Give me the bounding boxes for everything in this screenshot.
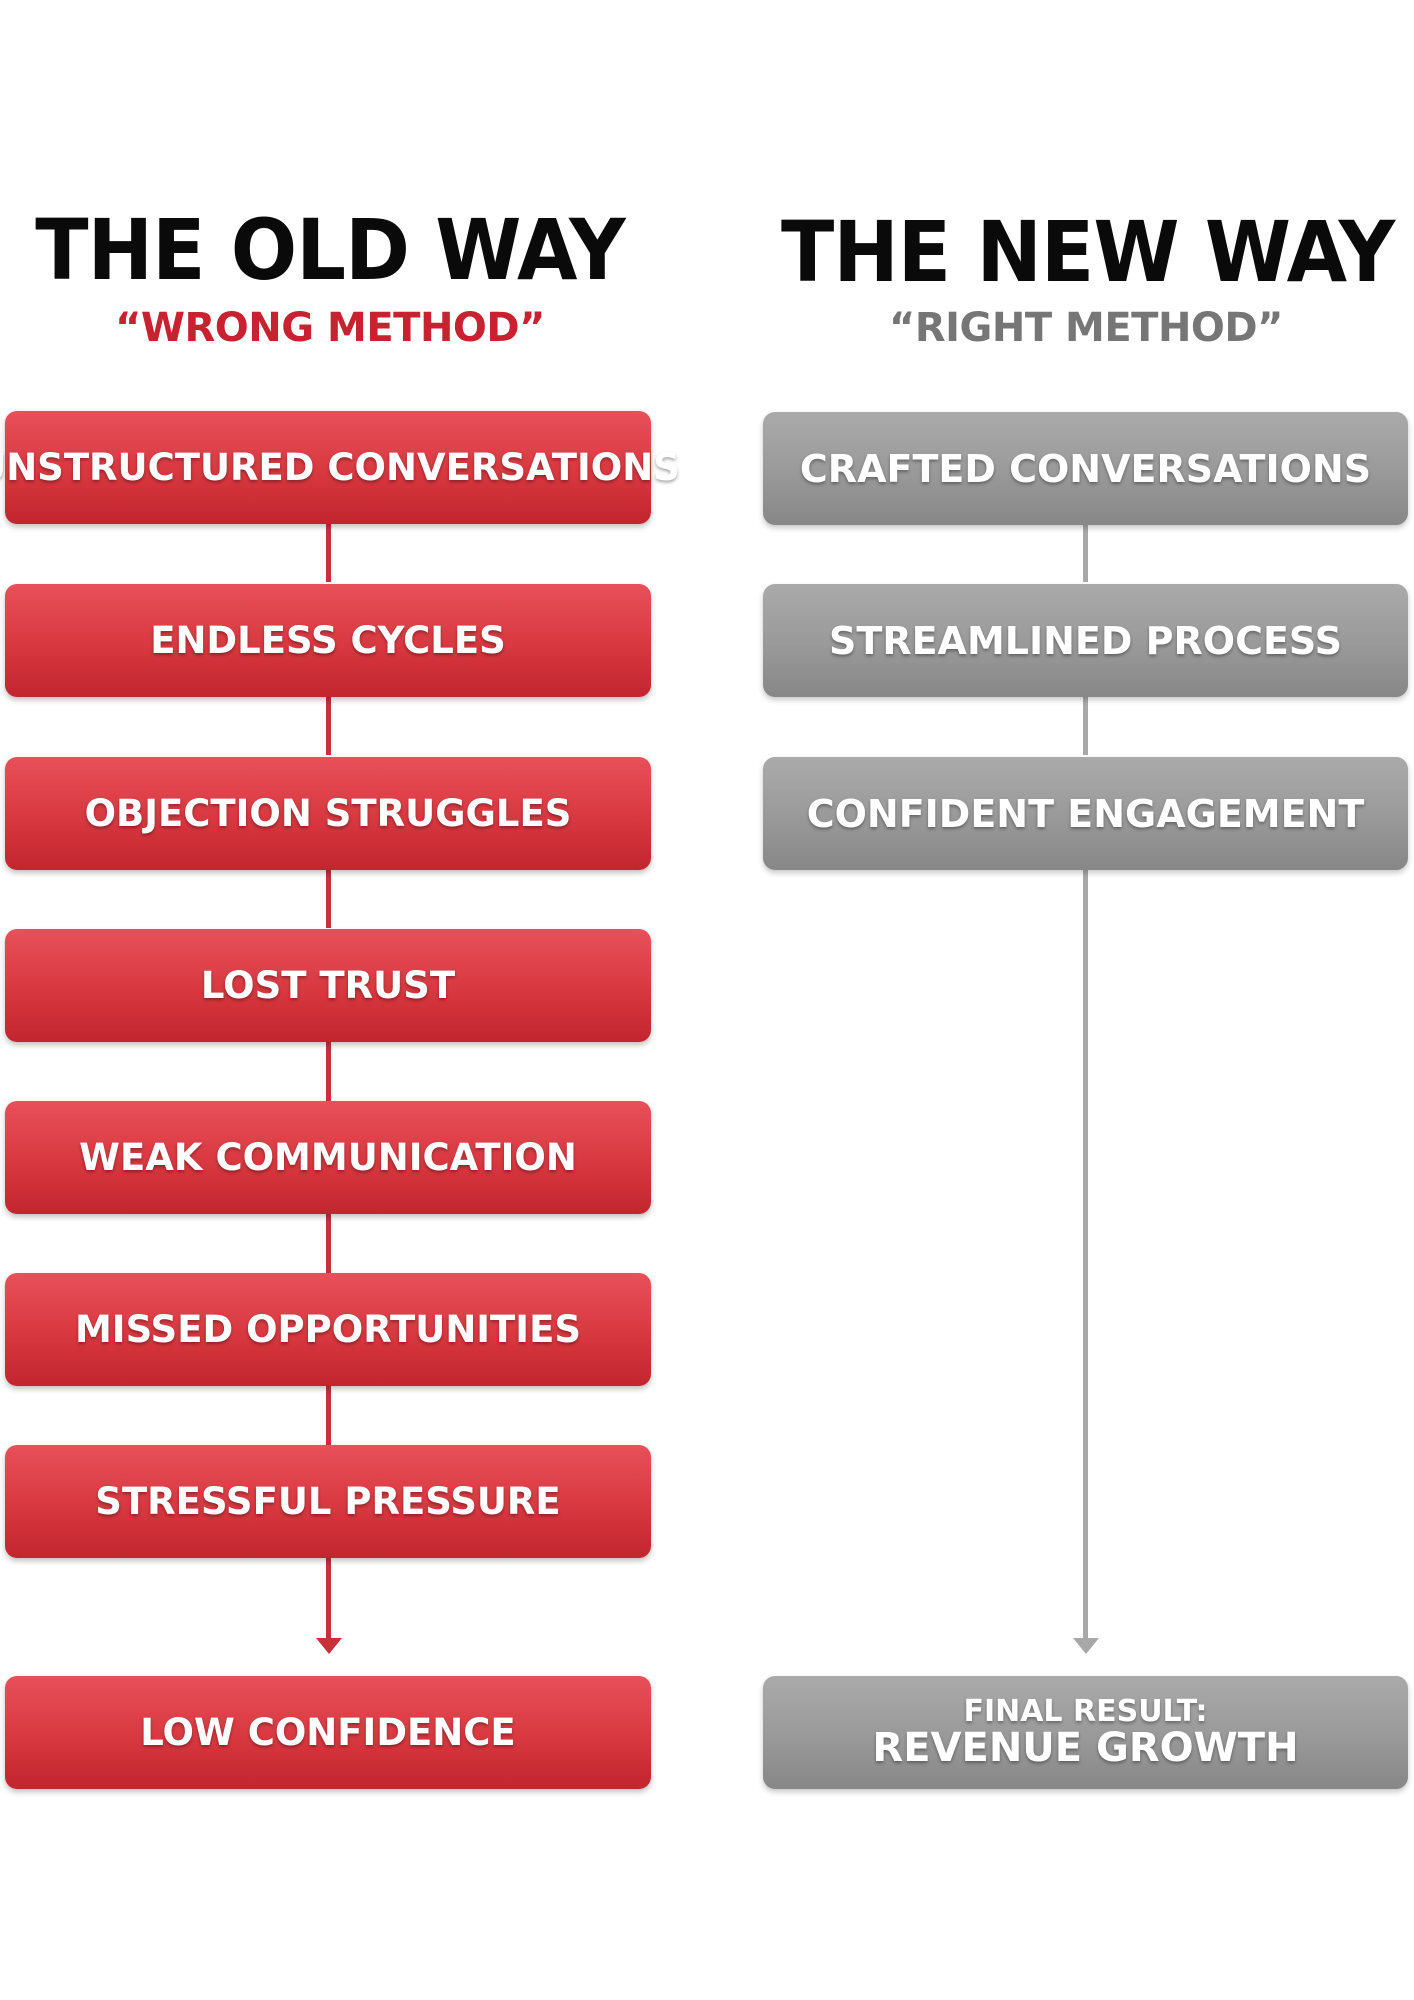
- new-way-connector: [1083, 520, 1088, 582]
- old-way-arrow-shaft: [326, 1557, 331, 1641]
- new-way-result: FINAL RESULT: REVENUE GROWTH: [763, 1676, 1408, 1789]
- new-way-step-3: CONFIDENT ENGAGEMENT: [763, 757, 1408, 870]
- old-way-result: LOW CONFIDENCE: [5, 1676, 651, 1789]
- old-way-connector: [326, 520, 331, 582]
- old-way-step-1: UNSTRUCTURED CONVERSATIONS: [0, 411, 680, 524]
- old-way-connector: [326, 693, 331, 755]
- old-way-step-2: ENDLESS CYCLES: [5, 584, 651, 697]
- new-way-step-1: CRAFTED CONVERSATIONS: [763, 412, 1408, 525]
- old-way-arrow-down-icon: [316, 1638, 342, 1654]
- old-way-connector: [326, 866, 331, 928]
- old-way-step-3: OBJECTION STRUGGLES: [5, 757, 651, 870]
- old-way-connector: [326, 1039, 331, 1101]
- new-way-connector: [1083, 693, 1088, 755]
- old-way-subtitle: “WRONG METHOD”: [115, 305, 545, 351]
- old-way-connector: [326, 1384, 331, 1446]
- new-way-result-value: REVENUE GROWTH: [872, 1725, 1299, 1772]
- old-way-connector: [326, 1211, 331, 1273]
- new-way-subtitle: “RIGHT METHOD”: [889, 305, 1283, 351]
- old-way-step-7: STRESSFUL PRESSURE: [5, 1445, 651, 1558]
- old-way-step-6: MISSED OPPORTUNITIES: [5, 1273, 651, 1386]
- new-way-arrow-down-icon: [1073, 1638, 1099, 1654]
- new-way-step-2: STREAMLINED PROCESS: [763, 584, 1408, 697]
- new-way-arrow-shaft: [1083, 866, 1088, 1641]
- new-way-result-label: FINAL RESULT:: [963, 1693, 1208, 1729]
- old-way-step-5: WEAK COMMUNICATION: [5, 1101, 651, 1214]
- old-way-step-4: LOST TRUST: [5, 929, 651, 1042]
- old-way-title: THE OLD WAY: [35, 201, 625, 299]
- new-way-title: THE NEW WAY: [780, 203, 1395, 301]
